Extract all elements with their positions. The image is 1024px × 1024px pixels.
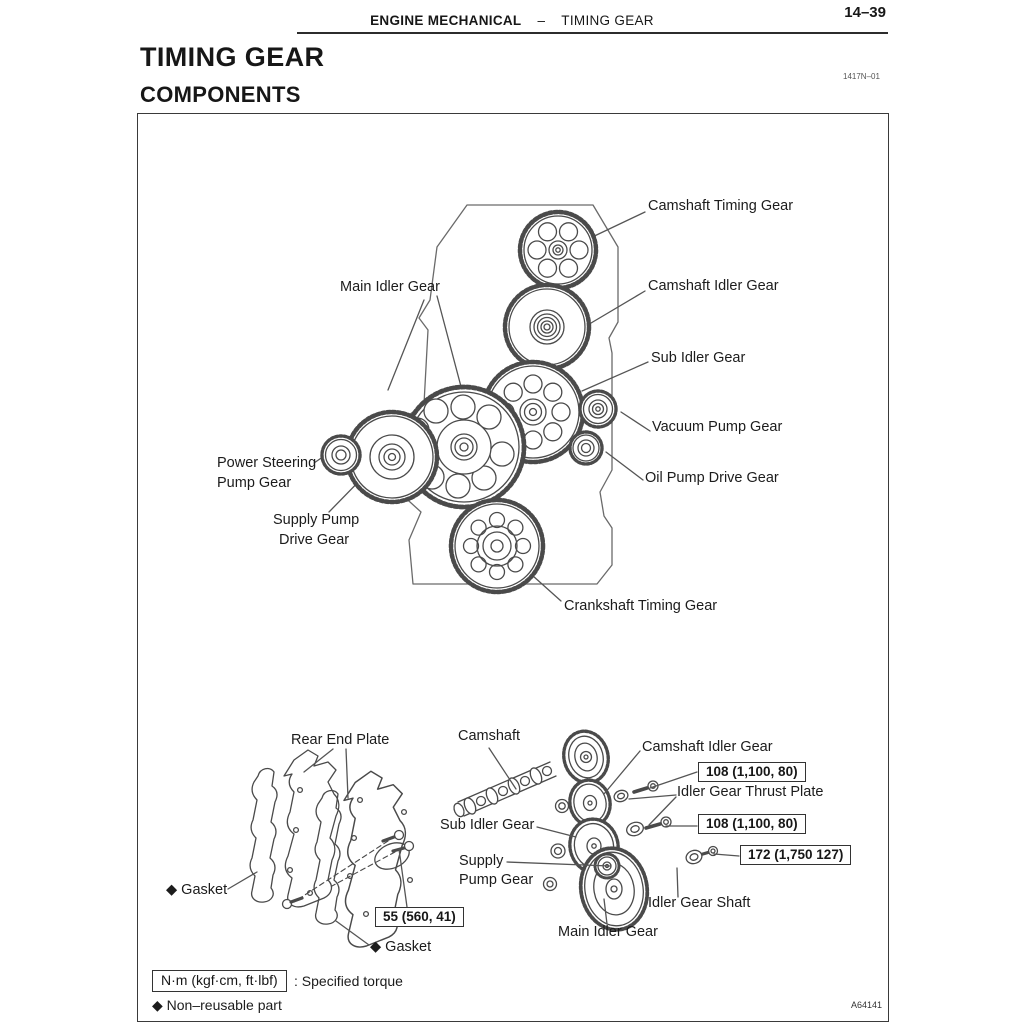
- page-number: 14–39: [844, 4, 886, 21]
- exploded-gear-stack-drawing: [542, 778, 650, 932]
- legend-torque-unit-box: N·m (kgf·cm, ft·lbf): [152, 970, 287, 992]
- label-gasket-left: ◆ Gasket: [166, 882, 228, 898]
- label-power-steering-line1: Power Steering: [217, 455, 317, 471]
- label-gasket-bottom: ◆ Gasket: [370, 939, 432, 955]
- vacuum-pump-gear-drawing: [578, 389, 618, 429]
- label-supply-pump-line1: Supply Pump: [273, 512, 360, 528]
- running-header: ENGINE MECHANICAL–TIMING GEAR: [0, 13, 1024, 28]
- label-sub-idler-gear-exploded: Sub Idler Gear: [440, 817, 535, 833]
- legend-torque-label: : Specified torque: [294, 973, 403, 989]
- supply-pump-drive-gear-drawing: [344, 409, 440, 505]
- idler-bolts-and-thrust-plates-drawing: [613, 780, 719, 865]
- label-supply-line1: Supply: [459, 853, 504, 869]
- label-supply-pump-line2: Drive Gear: [279, 532, 350, 548]
- legend-non-reusable: ◆ Non–reusable part: [152, 997, 282, 1013]
- header-subsection: TIMING GEAR: [561, 13, 654, 28]
- label-camshaft: Camshaft: [458, 728, 521, 744]
- torque-box-rear-end-plate-bolt: 55 (560, 41): [375, 907, 464, 927]
- oil-pump-drive-gear-drawing: [568, 430, 604, 466]
- label-crankshaft-timing-gear: Crankshaft Timing Gear: [564, 598, 718, 614]
- header-separator: –: [537, 13, 546, 28]
- label-camshaft-idler-gear: Camshaft Idler Gear: [648, 278, 779, 294]
- header-rule: [297, 32, 888, 34]
- header-section: ENGINE MECHANICAL: [370, 13, 522, 28]
- label-idler-gear-shaft: Idler Gear Shaft: [648, 895, 751, 911]
- figure-border: [137, 113, 889, 1022]
- torque-box-camshaft-idler-bolt: 108 (1,100, 80): [698, 762, 806, 782]
- torque-box-idler-gear-shaft: 172 (1,750 127): [740, 845, 852, 865]
- engine-block-outline: [349, 204, 619, 585]
- bottom-leader-lines: [227, 747, 740, 946]
- doc-code: 1417N–01: [843, 72, 880, 81]
- label-power-steering-line2: Pump Gear: [217, 475, 292, 491]
- power-steering-pump-gear-drawing: [320, 434, 362, 476]
- torque-box-sub-idler-bolt: 108 (1,100, 80): [698, 814, 806, 834]
- label-vacuum-pump-gear: Vacuum Pump Gear: [652, 419, 783, 435]
- label-main-idler-gear: Main Idler Gear: [340, 279, 440, 295]
- camshaft-idler-gear-drawing: [502, 282, 592, 372]
- label-main-idler-gear-exploded: Main Idler Gear: [558, 924, 658, 940]
- rear-end-plate-bolts-drawing: [281, 829, 415, 910]
- label-camshaft-idler-gear-exploded: Camshaft Idler Gear: [642, 739, 773, 755]
- crankshaft-timing-gear-drawing: [448, 497, 546, 595]
- page-title: TIMING GEAR: [140, 42, 325, 72]
- camshaft-drawing: [453, 729, 610, 818]
- section-title: COMPONENTS: [140, 82, 301, 107]
- label-rear-end-plate: Rear End Plate: [291, 732, 390, 748]
- figure-id: A64141: [850, 1000, 882, 1010]
- camshaft-timing-gear-drawing: [517, 209, 599, 291]
- label-camshaft-timing-gear: Camshaft Timing Gear: [648, 198, 794, 214]
- label-supply-line2: Pump Gear: [459, 872, 534, 888]
- label-sub-idler-gear: Sub Idler Gear: [651, 350, 746, 366]
- label-oil-pump-drive-gear: Oil Pump Drive Gear: [645, 470, 779, 486]
- label-idler-gear-thrust-plate: Idler Gear Thrust Plate: [677, 784, 824, 800]
